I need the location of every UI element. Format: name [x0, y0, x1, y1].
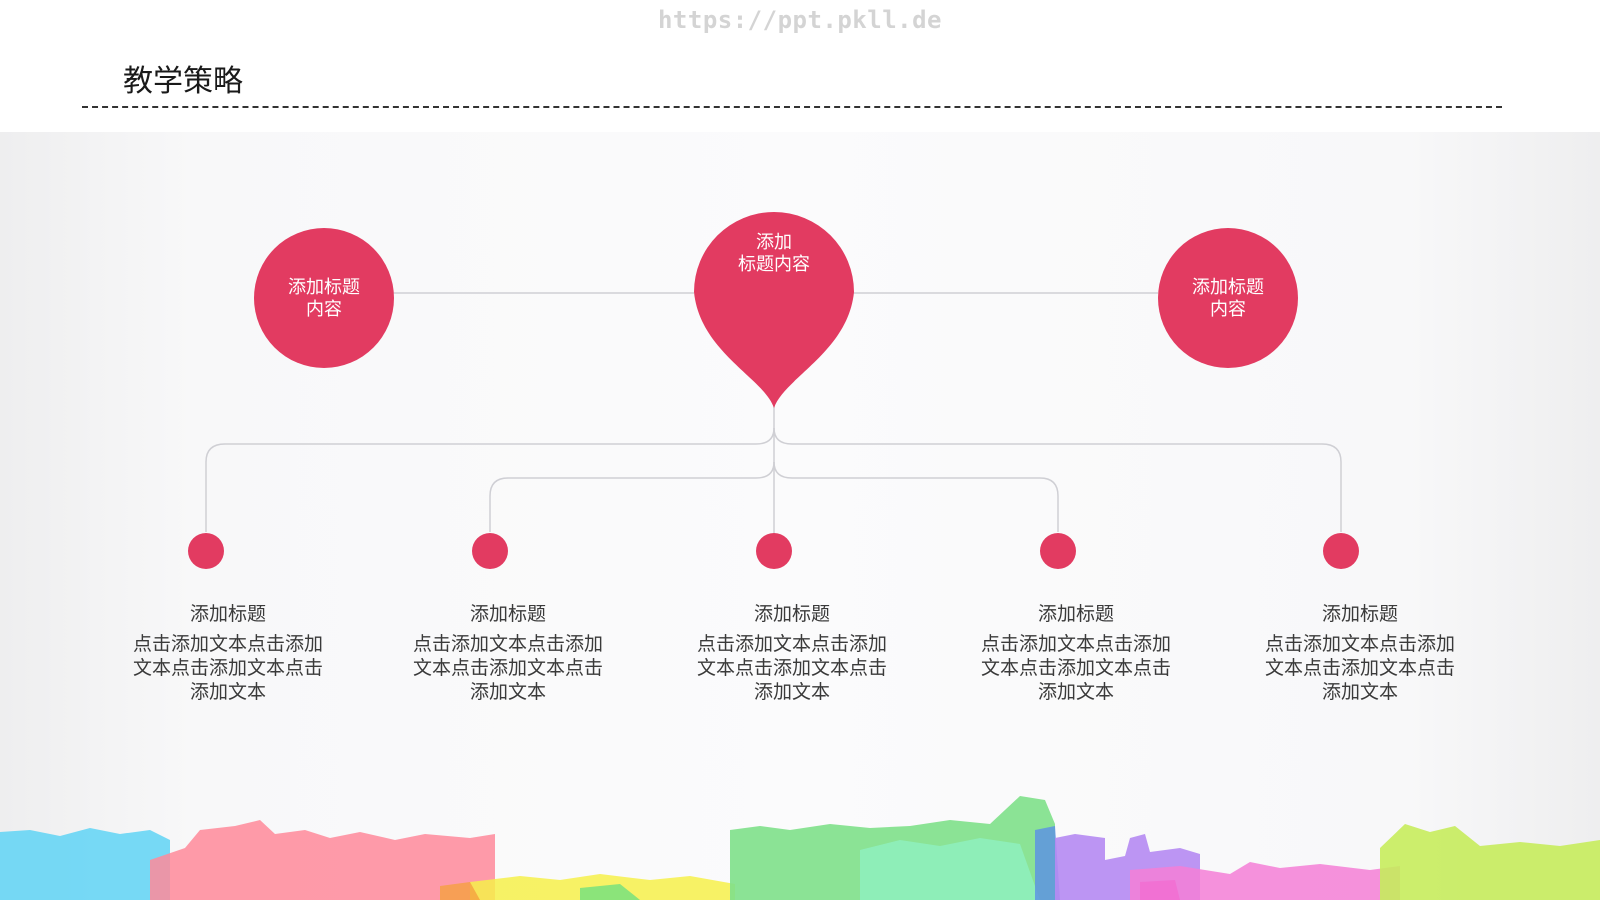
- header-band: [0, 0, 1600, 132]
- dot-3: [756, 533, 792, 569]
- center-pin: [694, 212, 854, 408]
- left-circle: [254, 228, 394, 368]
- list-item: 添加标题 点击添加文本点击添加 文本点击添加文本点击 添加文本: [398, 602, 618, 704]
- list-item: 添加标题 点击添加文本点击添加 文本点击添加文本点击 添加文本: [682, 602, 902, 704]
- dot-5: [1323, 533, 1359, 569]
- watermark-url: https://ppt.pkll.de: [657, 6, 943, 34]
- item-text-line: 添加文本: [469, 681, 546, 703]
- connector-inner-left: [489, 461, 775, 532]
- list-item: 添加标题 点击添加文本点击添加 文本点击添加文本点击 添加文本: [966, 602, 1186, 704]
- connector-outer-right: [773, 427, 1342, 532]
- dot-2: [472, 533, 508, 569]
- item-title: 添加标题: [753, 603, 830, 625]
- title-divider: [82, 106, 1502, 108]
- item-text-line: 添加文本: [1037, 681, 1114, 703]
- center-node-line2: 标题内容: [738, 254, 810, 275]
- list-item: 添加标题 点击添加文本点击添加 文本点击添加文本点击 添加文本: [118, 602, 338, 704]
- item-text-line: 点击添加文本点击添加: [1264, 633, 1455, 655]
- dot-4: [1040, 533, 1076, 569]
- left-node-label: 添加标题 内容: [254, 277, 394, 321]
- item-title: 添加标题: [1321, 603, 1398, 625]
- item-text-line: 添加文本: [1321, 681, 1398, 703]
- left-node-line2: 内容: [306, 299, 342, 320]
- right-node-label: 添加标题 内容: [1158, 277, 1298, 321]
- left-node-line1: 添加标题: [288, 277, 360, 298]
- item-text-line: 文本点击添加文本点击: [1264, 657, 1455, 679]
- center-node-label: 添加 标题内容: [704, 232, 844, 276]
- list-item: 添加标题 点击添加文本点击添加 文本点击添加文本点击 添加文本: [1250, 602, 1470, 704]
- item-text-line: 添加文本: [753, 681, 830, 703]
- connector-inner-right: [773, 461, 1059, 532]
- item-title: 添加标题: [469, 603, 546, 625]
- item-text-line: 文本点击添加文本点击: [412, 657, 603, 679]
- center-node-line1: 添加: [756, 232, 792, 253]
- right-circle: [1158, 228, 1298, 368]
- item-text-line: 添加文本: [189, 681, 266, 703]
- item-text-line: 文本点击添加文本点击: [696, 657, 887, 679]
- item-text-line: 点击添加文本点击添加: [696, 633, 887, 655]
- watercolor-skyline-decoration: [0, 796, 1600, 900]
- dot-1: [188, 533, 224, 569]
- right-node-line1: 添加标题: [1192, 277, 1264, 298]
- right-node-line2: 内容: [1210, 299, 1246, 320]
- item-text-line: 点击添加文本点击添加: [412, 633, 603, 655]
- item-text-line: 文本点击添加文本点击: [980, 657, 1171, 679]
- item-text-line: 点击添加文本点击添加: [132, 633, 323, 655]
- connector-outer-left: [205, 427, 775, 532]
- item-title: 添加标题: [1037, 603, 1114, 625]
- item-title: 添加标题: [189, 603, 266, 625]
- page-title: 教学策略: [123, 64, 243, 99]
- item-text-line: 点击添加文本点击添加: [980, 633, 1171, 655]
- item-text-line: 文本点击添加文本点击: [132, 657, 323, 679]
